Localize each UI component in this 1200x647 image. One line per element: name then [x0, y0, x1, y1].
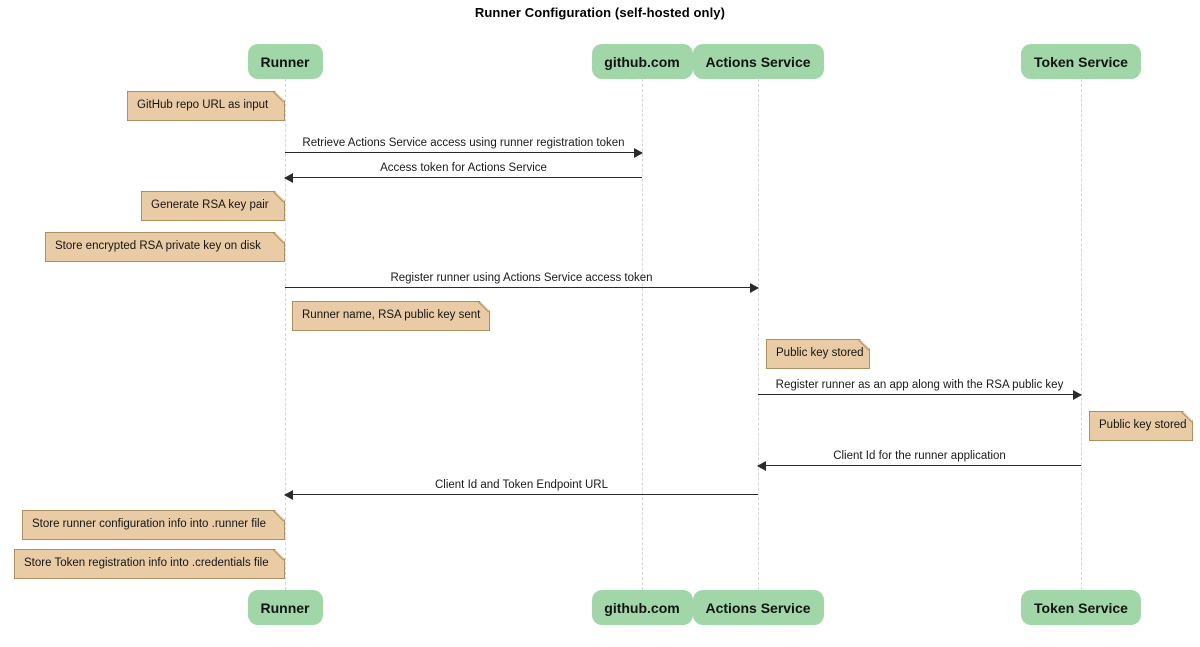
participant-runner-bottom[interactable]: Runner [247, 590, 323, 625]
arrowhead-right-icon [750, 282, 759, 293]
note: GitHub repo URL as input [127, 91, 285, 121]
participant-label: Actions Service [705, 599, 811, 616]
message-arrow: Access token for Actions Service [284, 162, 642, 183]
note-fold-edge-icon [272, 191, 285, 204]
participant-label: Token Service [1034, 53, 1128, 70]
message-arrow: Retrieve Actions Service access using ru… [285, 137, 643, 158]
participant-actions-bottom[interactable]: Actions Service [692, 590, 824, 625]
lifeline-runner [285, 79, 286, 590]
participant-label: Actions Service [705, 53, 811, 70]
note-text: Store Token registration info into .cred… [24, 557, 269, 570]
lifeline-actions [758, 79, 759, 590]
note-text: GitHub repo URL as input [137, 99, 269, 112]
message-arrow: Register runner using Actions Service ac… [285, 272, 759, 293]
note-text: Runner name, RSA public key sent [302, 309, 481, 322]
note-text: Store runner configuration info into .ru… [32, 518, 266, 531]
participant-label: Runner [260, 53, 310, 70]
message-label: Retrieve Actions Service access using ru… [302, 137, 625, 150]
arrowhead-left-icon [757, 460, 766, 471]
participant-github-bottom[interactable]: github.com [591, 590, 693, 625]
message-label: Register runner as an app along with the… [775, 379, 1064, 392]
note-fold-edge-icon [272, 232, 285, 245]
note-text: Store encrypted RSA private key on disk [55, 240, 261, 253]
message-arrow: Register runner as an app along with the… [758, 379, 1082, 400]
participant-label: Token Service [1034, 599, 1128, 616]
note-fold-edge-icon [1180, 411, 1193, 424]
participant-token-top[interactable]: Token Service [1021, 44, 1141, 79]
note-fold-edge-icon [272, 549, 285, 562]
note: Store encrypted RSA private key on disk [45, 232, 285, 262]
note-text: Generate RSA key pair [151, 199, 269, 212]
note: Store runner configuration info into .ru… [22, 510, 285, 540]
participant-runner-top[interactable]: Runner [247, 44, 323, 79]
lifeline-token [1081, 79, 1082, 590]
participant-token-bottom[interactable]: Token Service [1021, 590, 1141, 625]
participant-label: Runner [260, 599, 310, 616]
participant-actions-top[interactable]: Actions Service [692, 44, 824, 79]
message-arrow: Client Id for the runner application [757, 450, 1081, 471]
note: Runner name, RSA public key sent [292, 301, 490, 331]
note-fold-edge-icon [272, 91, 285, 104]
note-fold-edge-icon [857, 339, 870, 352]
message-label: Register runner using Actions Service ac… [390, 272, 653, 285]
page-title: Runner Configuration (self-hosted only) [474, 5, 726, 20]
note: Public key stored [766, 339, 870, 369]
note-fold-edge-icon [272, 510, 285, 523]
message-arrow: Client Id and Token Endpoint URL [284, 479, 758, 500]
arrowhead-right-icon [1073, 389, 1082, 400]
note-text: Public key stored [1099, 419, 1187, 432]
note-text: Public key stored [776, 347, 864, 360]
arrowhead-left-icon [284, 172, 293, 183]
arrowhead-left-icon [284, 489, 293, 500]
message-label: Client Id and Token Endpoint URL [434, 479, 609, 492]
message-label: Client Id for the runner application [833, 450, 1006, 463]
arrowhead-right-icon [634, 147, 643, 158]
lifeline-github [642, 79, 643, 590]
note-fold-edge-icon [477, 301, 490, 314]
note: Public key stored [1089, 411, 1193, 441]
participant-github-top[interactable]: github.com [591, 44, 693, 79]
note: Generate RSA key pair [141, 191, 285, 221]
message-label: Access token for Actions Service [380, 162, 547, 175]
note: Store Token registration info into .cred… [14, 549, 285, 579]
participant-label: github.com [604, 599, 680, 616]
participant-label: github.com [604, 53, 680, 70]
